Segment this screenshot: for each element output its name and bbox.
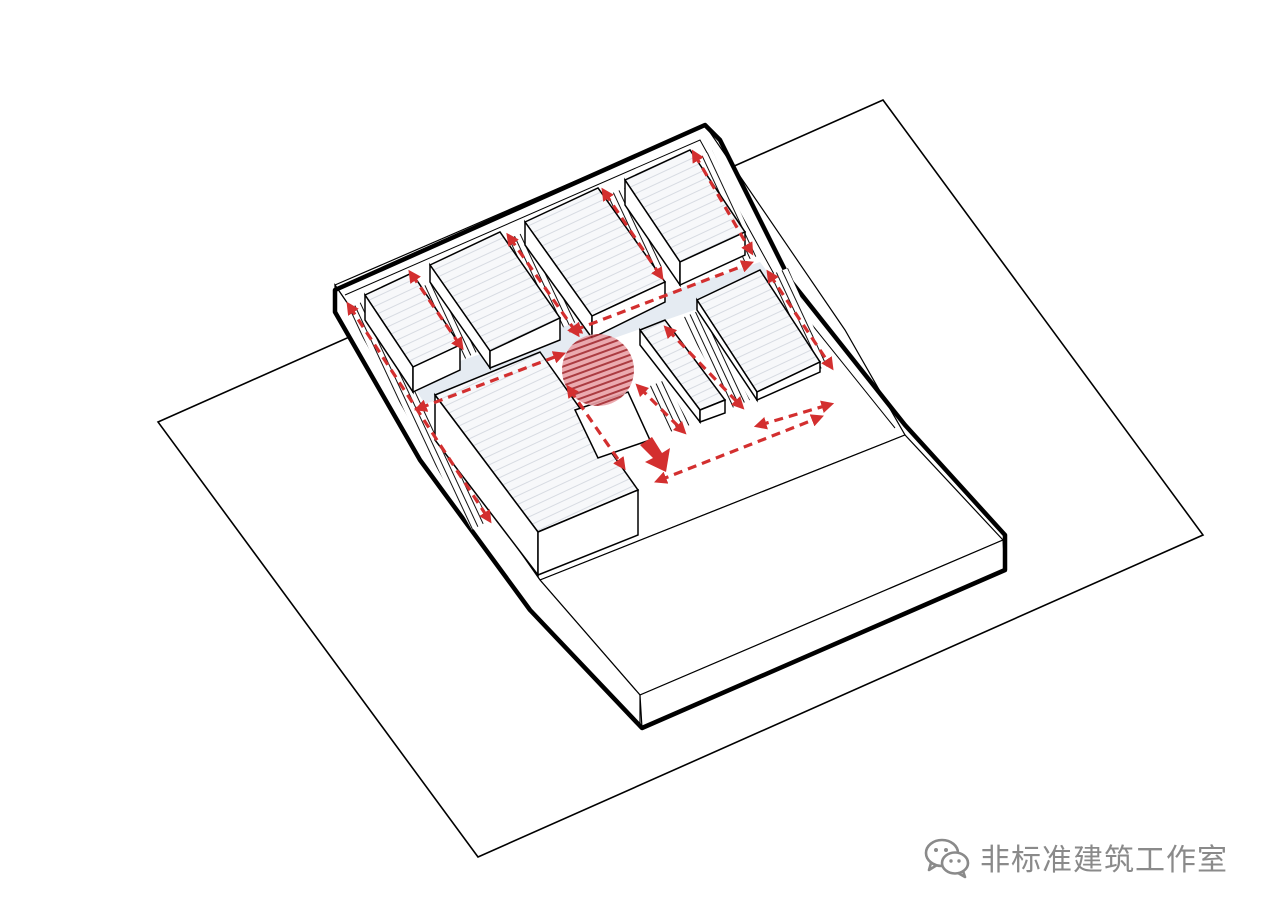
wechat-icon (922, 835, 972, 879)
watermark-text: 非标准建筑工作室 (980, 835, 1228, 879)
watermark: 非标准建筑工作室 (922, 834, 1228, 880)
